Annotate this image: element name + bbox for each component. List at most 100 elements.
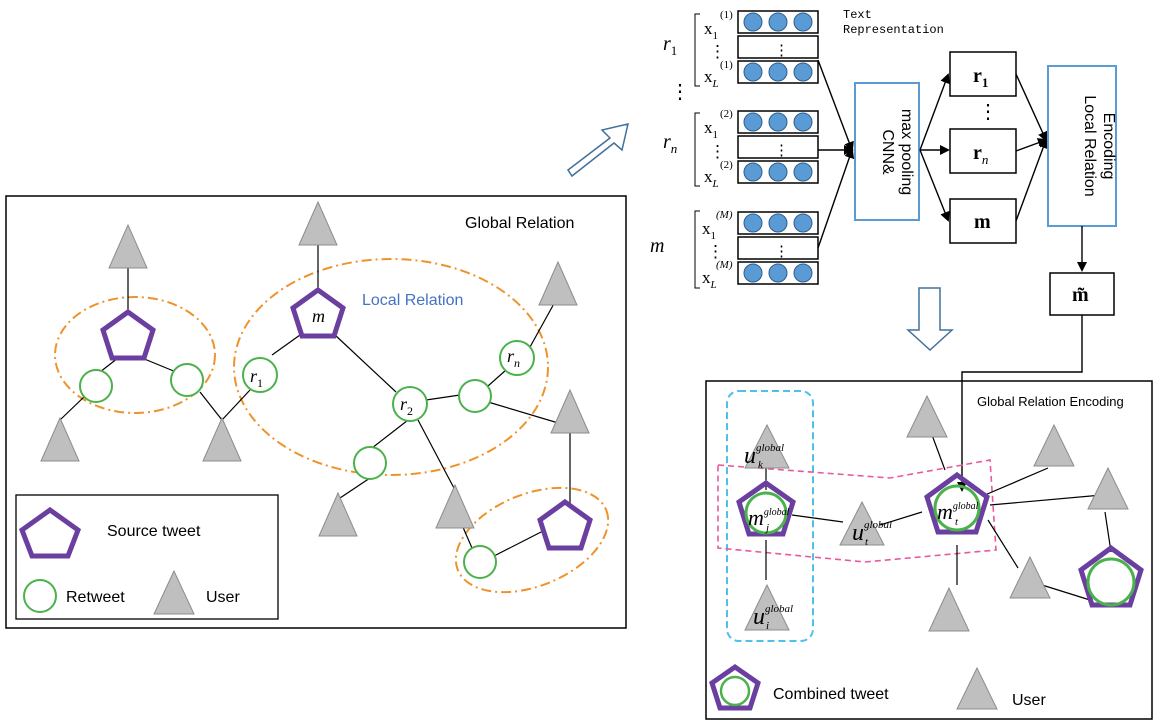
transition-arrow-up-right (566, 122, 630, 178)
group-label-m: m (650, 235, 664, 257)
legend-combined-tweet-circle (719, 675, 751, 707)
mj-label: mglobal (748, 505, 790, 530)
embedding-dot (768, 213, 788, 233)
user-triangle (318, 491, 358, 537)
ui-label: uglobal (753, 603, 793, 630)
node-m-label: m (312, 306, 325, 326)
embedding-dot (793, 162, 813, 182)
embedding-dot (768, 62, 788, 82)
global-legend: Source tweet Retweet User (15, 494, 279, 620)
group-bracket (694, 112, 700, 187)
embedding-row (737, 261, 819, 285)
local-relation-ellipse-main (233, 258, 549, 476)
retweet-circle-r1 (242, 357, 278, 393)
x-sup: (M) (716, 209, 733, 221)
m-tilde-box (1049, 272, 1115, 316)
global-relation-encoding-panel: Global Relation Encoding (705, 380, 1153, 720)
x-vdots: ⋮ (707, 242, 724, 261)
transition-arrow-down (906, 287, 954, 352)
embedding-row (737, 110, 819, 134)
mt-label: mglobal (937, 499, 979, 524)
uk-label: uglobal (744, 442, 784, 469)
local-relation-ellipse-right (454, 486, 610, 594)
embedding-dot (768, 263, 788, 283)
ui-sub: i (766, 620, 769, 632)
embedding-dot (743, 62, 763, 82)
legend-source-tweet-icon (18, 506, 82, 559)
pink-dashed-group (717, 459, 997, 563)
arrow-to-cnn (817, 59, 854, 152)
retweet-circle (79, 369, 113, 403)
retweet-circle-rn (499, 340, 535, 376)
m-tilde-label: m̃ (1072, 284, 1089, 306)
retweet-circle-r2 (392, 386, 428, 422)
group-label-rn: rn (663, 131, 677, 156)
mt-sub: t (955, 516, 959, 528)
embedding-row (737, 60, 819, 84)
output-r1-label: r1 (973, 65, 988, 90)
text-group-m: m x1 (M) ⋮ xL (M) ⋮ (650, 209, 819, 291)
retweet-circle (458, 379, 492, 413)
group-bracket (694, 210, 700, 289)
embedding-dot (743, 162, 763, 182)
legend-user-label: User (206, 589, 240, 606)
source-tweet-pentagon (100, 308, 156, 361)
embedding-dot (743, 12, 763, 32)
global-relation-title: Global Relation (465, 215, 574, 232)
cyan-dashed-group (726, 390, 814, 642)
combined-tweet-circle-mt (933, 484, 981, 532)
retweet-circle (353, 446, 387, 480)
user-triangle (435, 483, 475, 529)
combined-tweet-circle (1086, 557, 1136, 607)
x-sup: (M) (716, 259, 733, 271)
embedding-dot (743, 112, 763, 132)
embedding-dot (768, 112, 788, 132)
user-triangle-ut (839, 500, 885, 546)
uk-sub: k (758, 459, 764, 471)
source-tweet-pentagon (537, 498, 593, 551)
embedding-vdots: ⋮ (774, 143, 789, 159)
global-encoding-edges (765, 434, 1112, 601)
embedding-dot (793, 213, 813, 233)
ut-label: uglobal (852, 519, 892, 546)
output-box-r1 (949, 51, 1017, 97)
cnn-max-pooling-label: CNN&max pooling (879, 109, 915, 195)
embedding-row (737, 35, 819, 59)
user-triangle (108, 223, 148, 269)
output-m-label: m (974, 211, 991, 233)
legend-retweet-icon (23, 579, 57, 613)
retweet-nodes (79, 340, 535, 579)
embedding-row (737, 135, 819, 159)
legend-user-icon (153, 569, 195, 615)
user-triangle-uk (744, 423, 790, 469)
global-relation-panel: Global Relation Local Relation (5, 195, 627, 629)
user-triangle (1033, 423, 1075, 467)
legend-source-tweet-label: Source tweet (107, 523, 201, 540)
node-r1-label: r1 (250, 366, 263, 390)
global-graph-edges (59, 245, 571, 557)
cnn-max-pooling-box (854, 82, 920, 221)
global-encoding-title: Global Relation Encoding (977, 394, 1124, 409)
combined-tweet-pentagon-mt (924, 471, 990, 535)
arrow-r1-to-encoding (1015, 73, 1048, 142)
user-triangle (538, 260, 578, 306)
source-tweet-pentagon-m (290, 286, 346, 339)
text-group-r1: r1 x1 (1) ⋮ xL (1) ⋮ (663, 9, 819, 90)
output-vdots: ⋮ (978, 101, 998, 123)
user-triangle (1087, 466, 1129, 510)
legend-combined-tweet-icon (709, 663, 761, 711)
global-relation-frame (5, 195, 627, 629)
embedding-row (737, 211, 819, 235)
x-sup: (1) (720, 9, 733, 21)
user-triangle (298, 200, 338, 246)
arrow-rn-to-encoding (1015, 138, 1048, 152)
embedding-dot (793, 263, 813, 283)
embedding-vdots: ⋮ (774, 244, 789, 260)
retweet-circle (170, 363, 204, 397)
x-first: x1 (704, 118, 718, 141)
embedding-dot (793, 62, 813, 82)
user-triangle (550, 388, 590, 434)
x-last: xL (704, 167, 719, 190)
